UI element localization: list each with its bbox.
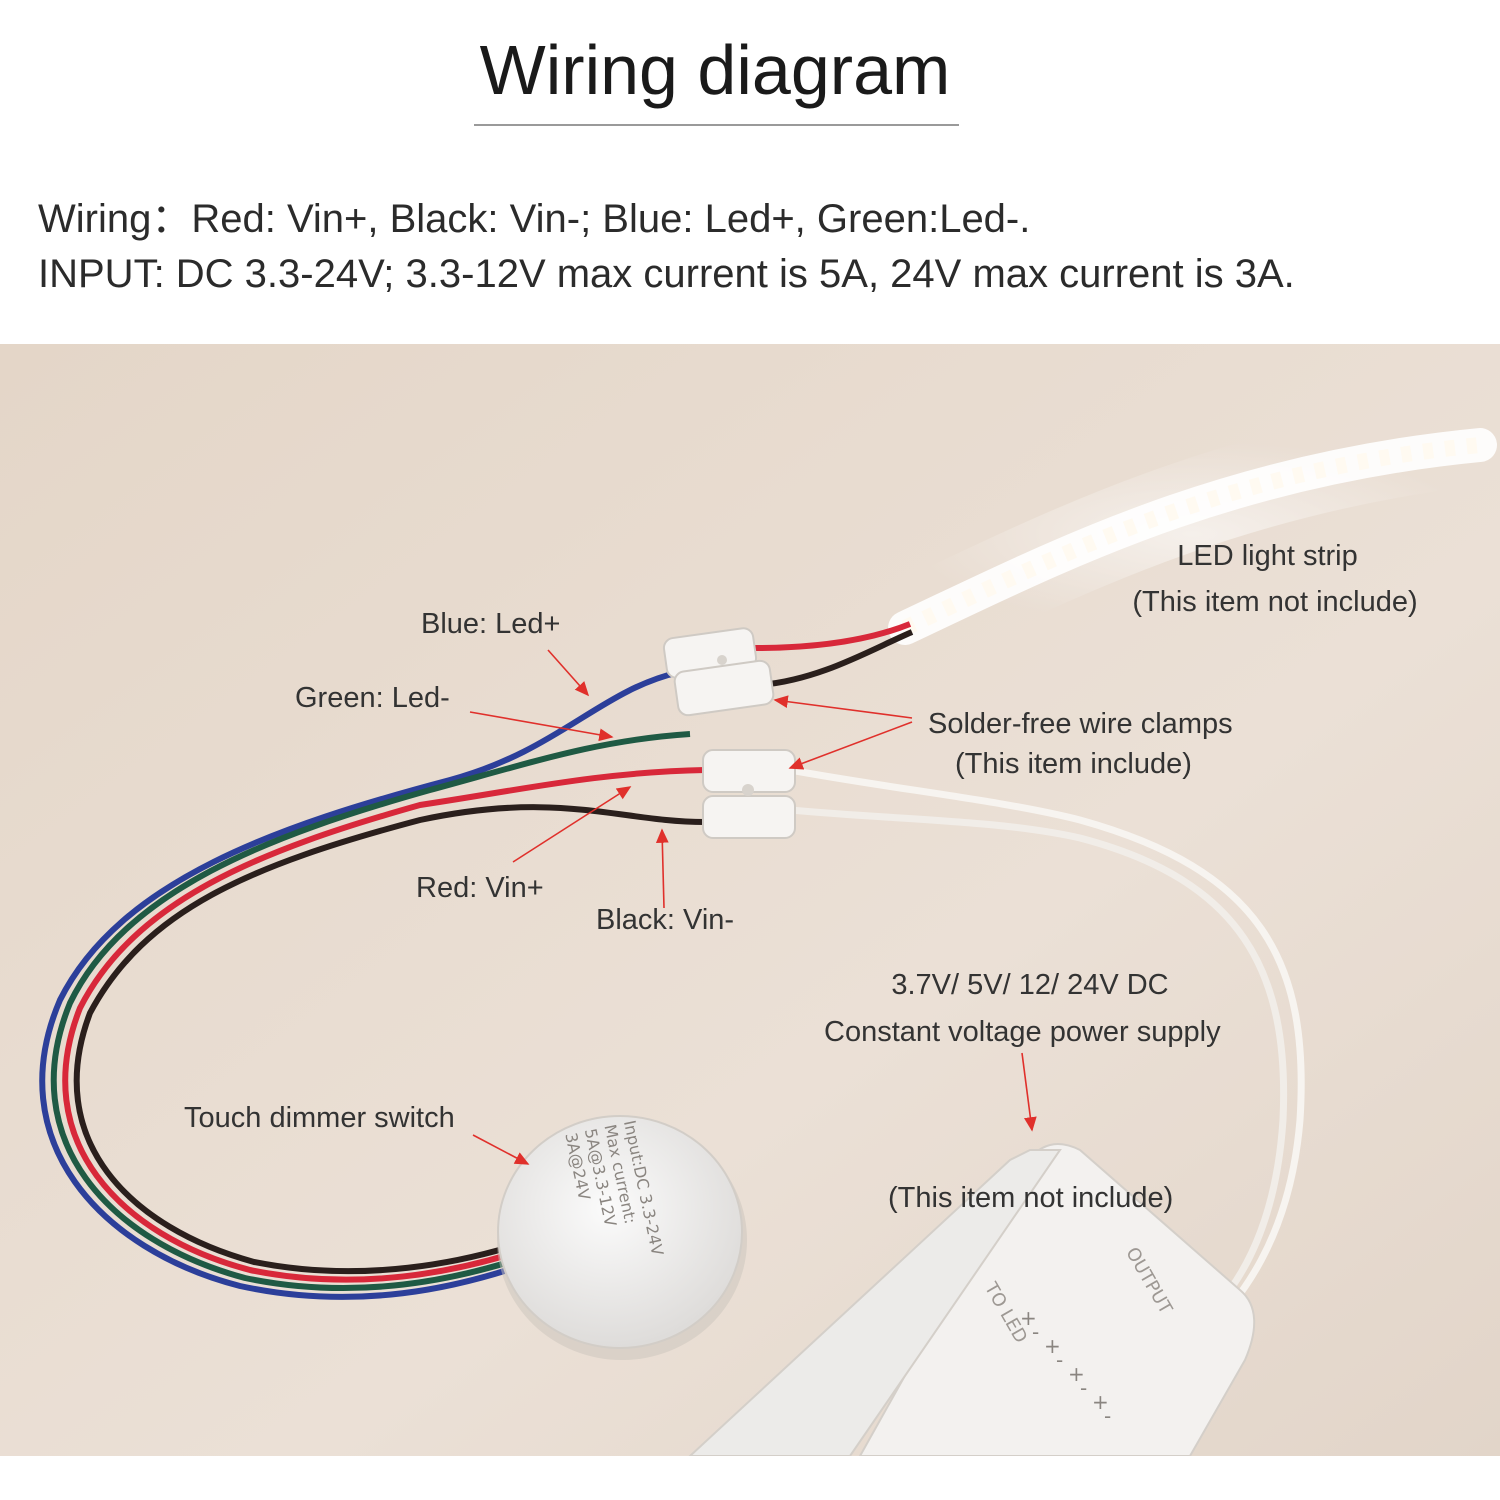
- wiring-spec-line: Wiring：Red: Vin+, Black: Vin-; Blue: Led…: [38, 197, 1031, 241]
- psu-note-label: (This item not include): [888, 1182, 1174, 1214]
- psu-terminal-sign: +: [1020, 1306, 1037, 1330]
- wiring-photo: Input:DC 3.3-24V Max current: 5A@3.3-12V…: [0, 344, 1500, 1456]
- wire-clamps: [662, 627, 796, 839]
- led-strip-note: (This item not include): [1132, 586, 1418, 618]
- psu-terminal-sign: -: [1056, 1348, 1063, 1372]
- psu-wire-1: [789, 766, 1305, 1343]
- arrow-switch: [472, 1134, 530, 1165]
- psu-wire-2: [789, 806, 1288, 1335]
- psu-terminal-sign: -: [1032, 1320, 1039, 1344]
- annotation-arrows: [469, 649, 1037, 1165]
- strip-black-wire: [759, 629, 914, 688]
- arrow-clamp-bottom: [788, 721, 913, 770]
- title-underline: [474, 124, 959, 126]
- psu-terminals: +-+-+-+-: [1020, 1306, 1111, 1428]
- input-spec-line: INPUT: DC 3.3-24V; 3.3-12V max current i…: [38, 252, 1295, 296]
- psu-name-label: Constant voltage power supply: [824, 1016, 1221, 1048]
- blue-wire-label: Blue: Led+: [421, 608, 561, 640]
- wiring-illustration: Input:DC 3.3-24V Max current: 5A@3.3-12V…: [0, 344, 1500, 1456]
- touch-switch-label: Touch dimmer switch: [184, 1102, 455, 1134]
- arrow-blue: [547, 649, 590, 697]
- clamps-note: (This item include): [955, 748, 1192, 780]
- psu-terminal-sign: -: [1080, 1376, 1087, 1400]
- page-title: Wiring diagram: [479, 31, 951, 109]
- clamps-label: Solder-free wire clamps: [928, 708, 1233, 740]
- psu-terminal-sign: +: [1092, 1390, 1109, 1414]
- led-strip: [885, 395, 1497, 669]
- psu-voltage-label: 3.7V/ 5V/ 12/ 24V DC: [891, 969, 1169, 1001]
- psu-terminal-sign: -: [1104, 1404, 1111, 1428]
- four-core-cable: [39, 669, 706, 1300]
- black-wire-label: Black: Vin-: [596, 904, 735, 936]
- arrow-psu: [1021, 1052, 1037, 1132]
- arrow-green: [469, 711, 614, 742]
- arrow-black: [655, 828, 669, 909]
- strip-red-wire: [754, 621, 912, 651]
- led-strip-label: LED light strip: [1177, 540, 1358, 572]
- power-supply: OUTPUT TO LED +-+-+-+-: [688, 1143, 1256, 1456]
- psu-terminal-sign: +: [1044, 1334, 1061, 1358]
- psu-terminal-sign: +: [1068, 1362, 1085, 1386]
- arrow-red: [512, 786, 632, 863]
- red-wire-label: Red: Vin+: [416, 872, 544, 904]
- green-wire-label: Green: Led-: [295, 682, 450, 714]
- touch-dimmer-switch: Input:DC 3.3-24V Max current: 5A@3.3-12V…: [497, 1115, 747, 1360]
- arrow-clamp-top: [773, 695, 913, 719]
